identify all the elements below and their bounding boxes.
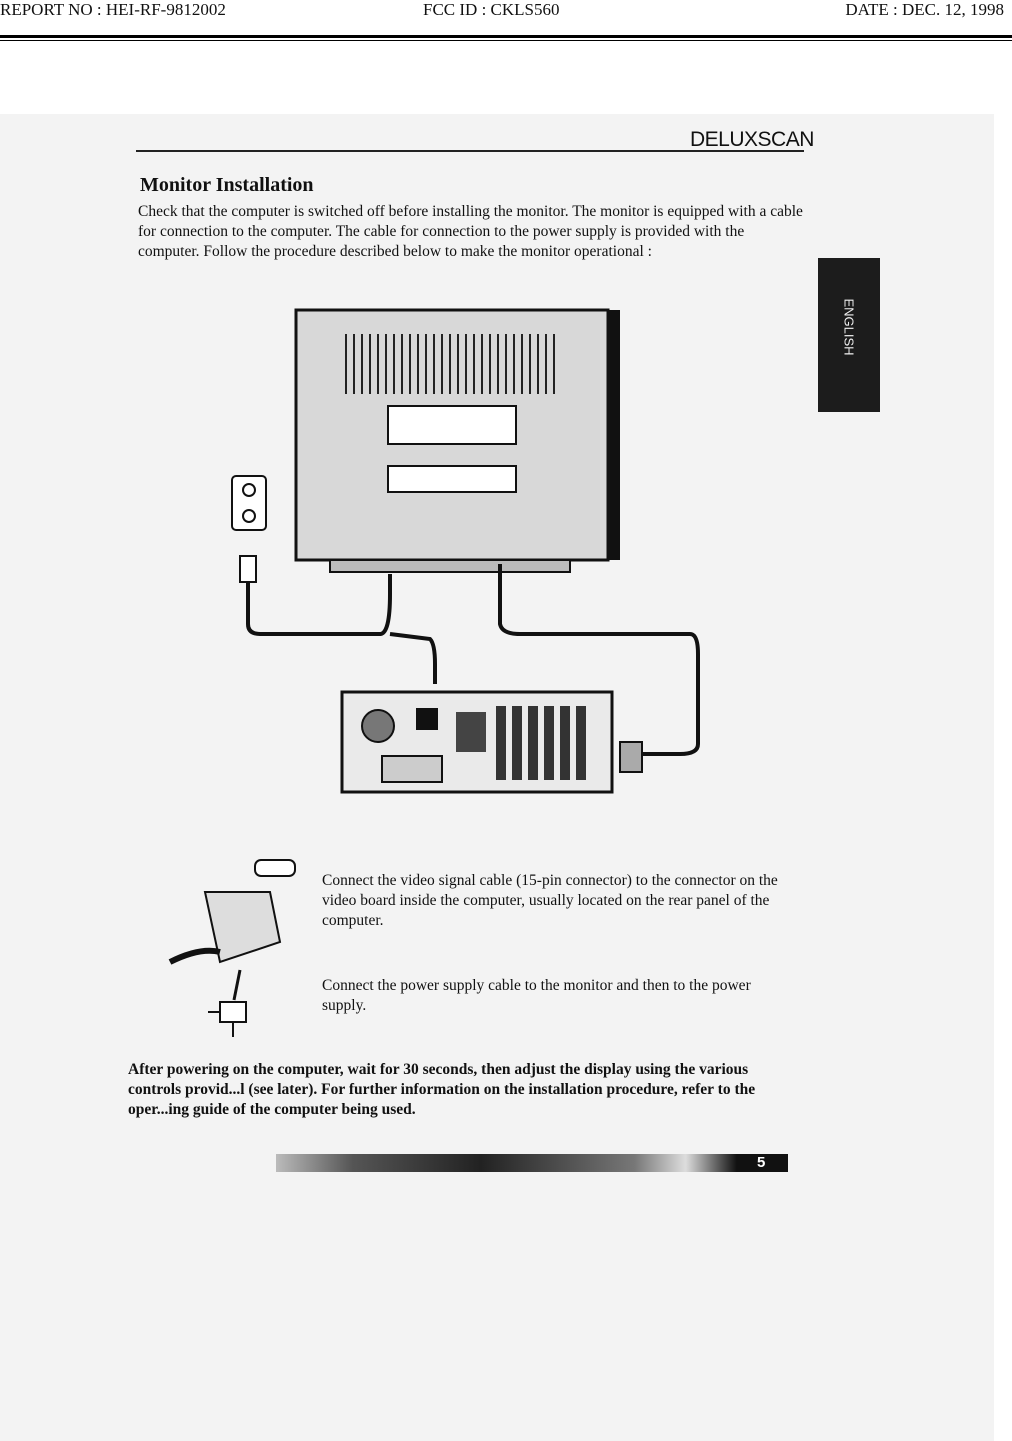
power-plug-icon [208,969,247,1037]
brand-logo: DELUXSCAN [690,128,814,151]
closing-paragraph: After powering on the computer, wait for… [128,1061,756,1118]
report-number: REPORT NO : HEI-RF-9812002 [0,0,226,19]
vga-port [619,741,643,773]
video-cable [498,564,700,756]
brand-rule [136,150,804,152]
report-date: DATE : DEC. 12, 1998 [845,0,1004,19]
fcc-id: FCC ID : CKLS560 [423,0,560,19]
monitor-panel-bottom [387,465,517,493]
power-cable-to-pc [389,632,437,684]
intro-paragraph: Check that the computer is switched off … [138,203,803,260]
fan-icon [361,709,395,743]
header-rule [0,35,1012,38]
keyboard-ports [381,755,443,783]
vga-connector-icon [168,859,296,965]
monitor-vents [345,334,555,394]
monitor-stand [329,559,571,573]
step-video-cable: Connect the video signal cable (15-pin c… [322,872,778,929]
wall-outlet [231,475,267,531]
expansion-slots [496,706,586,780]
wall-plug [239,555,257,583]
monitor-panel-top [387,405,517,445]
language-tab: ENGLISH [818,258,880,412]
scanned-manual-page: DELUXSCAN Monitor Installation Check tha… [0,114,994,1441]
monitor-side-shadow [608,310,620,560]
power-socket [416,708,438,730]
power-cable-to-wall [246,574,392,636]
io-ports [456,712,486,752]
language-tab-label: ENGLISH [841,298,857,356]
installation-diagram [231,308,700,794]
page-title: Monitor Installation [140,174,314,196]
page-number: 5 [757,1154,766,1171]
report-header: REPORT NO : HEI-RF-9812002 FCC ID : CKLS… [0,0,1012,26]
footer-bar [276,1154,788,1172]
connector-illustrations [168,859,296,1037]
step-power-cable: Connect the power supply cable to the mo… [322,977,751,1014]
header-rule-thin [0,40,1012,41]
